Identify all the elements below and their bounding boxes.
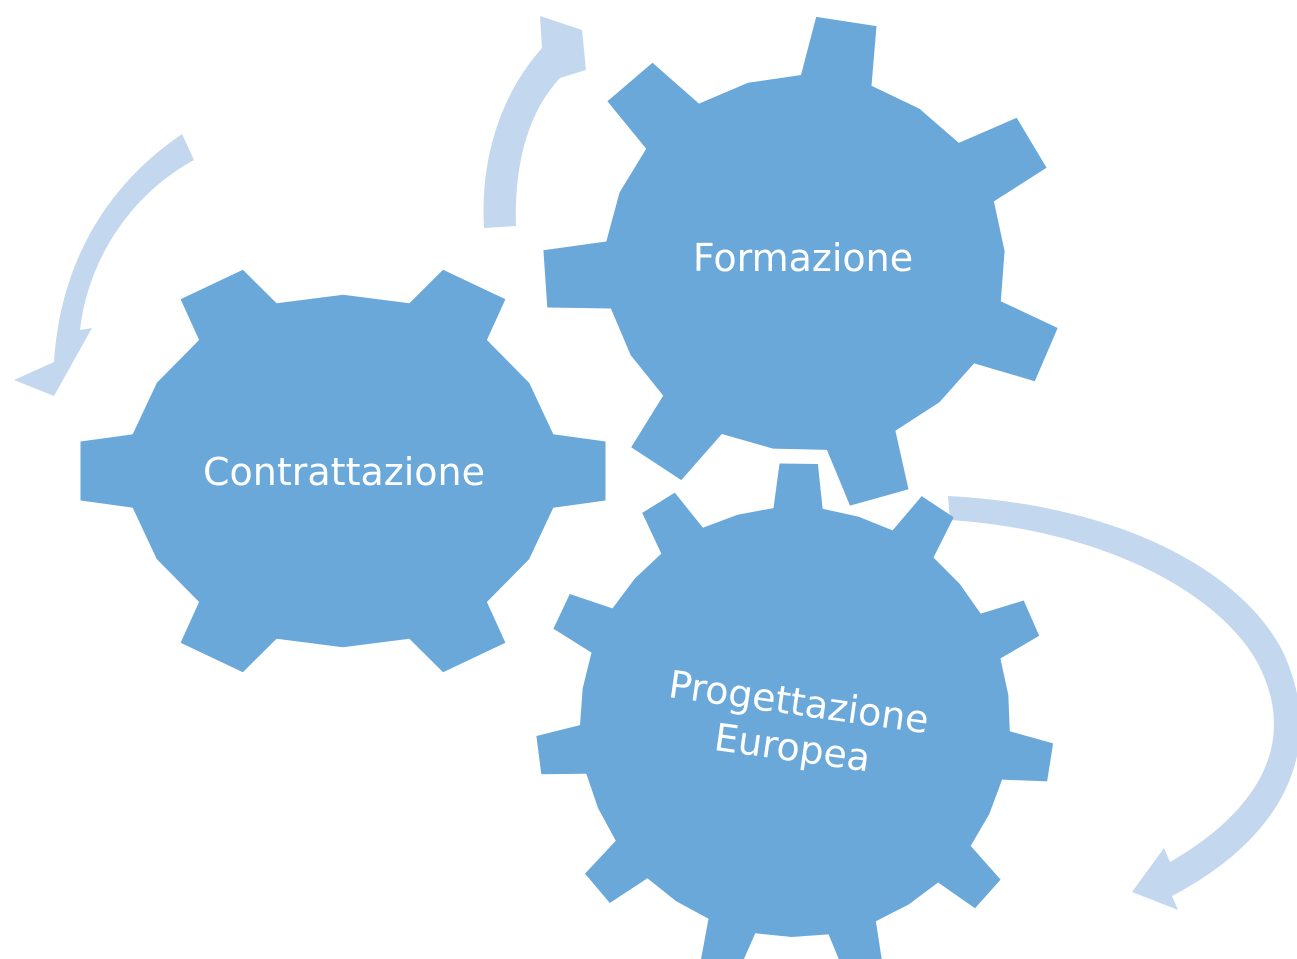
curved-arrow-icon xyxy=(948,496,1297,910)
gears xyxy=(80,16,1058,959)
gear-contrattazione xyxy=(80,269,606,673)
curved-arrow-icon xyxy=(483,16,586,228)
cycle-arrows xyxy=(14,16,1297,910)
gear-progettazione-europea xyxy=(536,463,1054,959)
curved-arrow-right xyxy=(948,496,1297,910)
curved-arrow-top xyxy=(483,16,586,228)
curved-arrow-icon xyxy=(14,134,194,396)
gear-formazione xyxy=(543,16,1058,506)
label-contrattazione: Contrattazione xyxy=(203,450,485,494)
curved-arrow-left xyxy=(14,134,194,396)
label-formazione: Formazione xyxy=(693,236,913,280)
